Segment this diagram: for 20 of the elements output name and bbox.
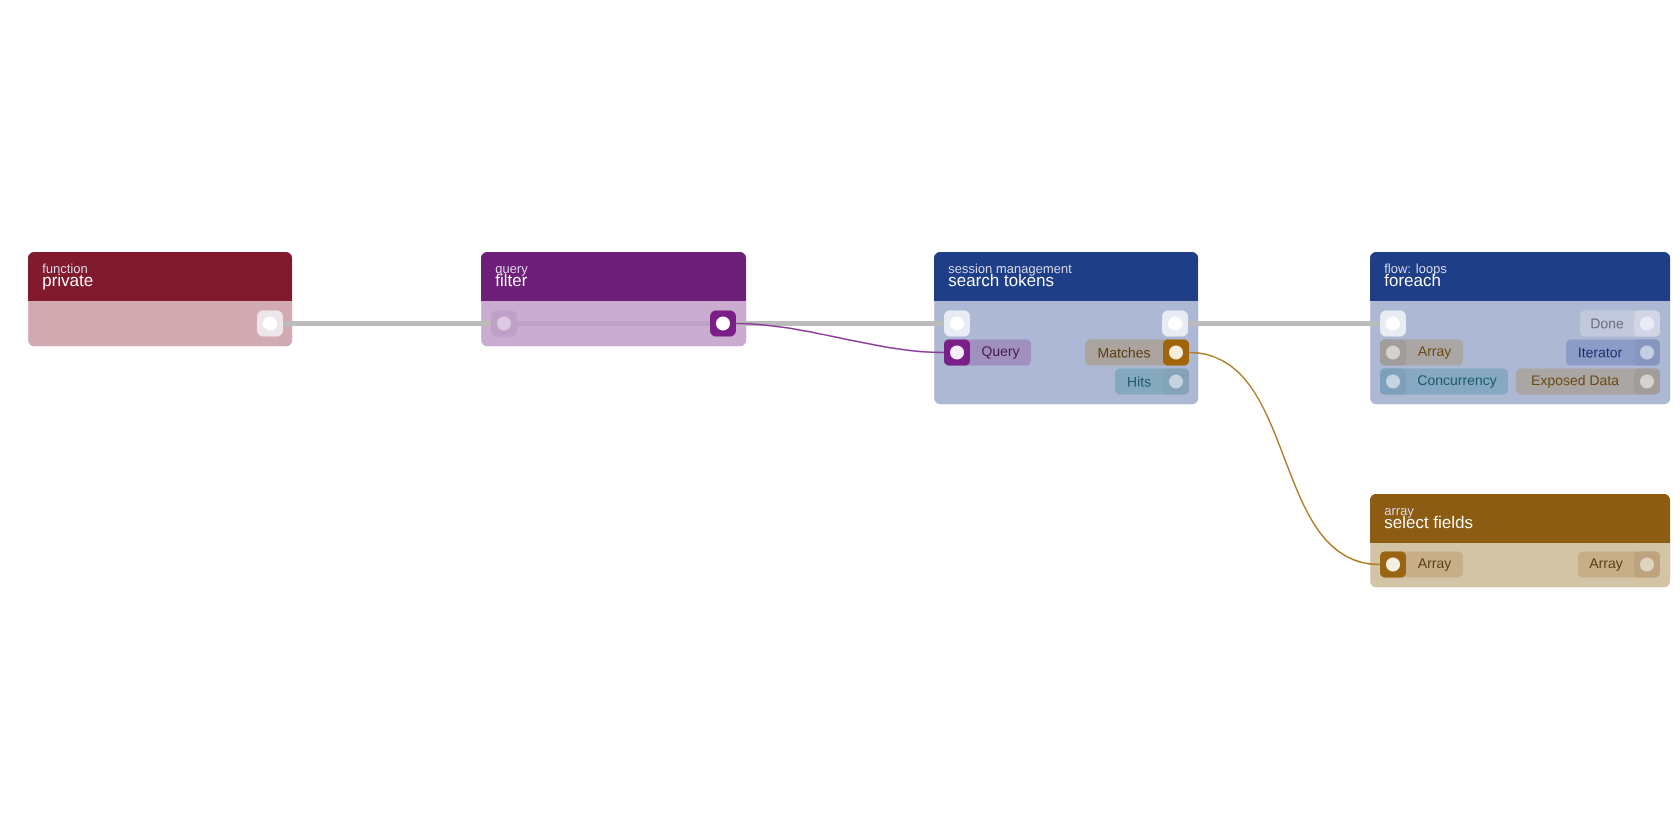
port-pill: Query xyxy=(944,339,1031,366)
port-pill: Array xyxy=(1578,551,1661,578)
connector-line xyxy=(1188,351,1381,566)
connector-line xyxy=(517,321,710,326)
connector-line xyxy=(736,321,944,326)
node-title: private xyxy=(43,273,93,290)
port-pill: Array xyxy=(1380,551,1463,578)
port-pill: Exposed Data xyxy=(1516,368,1661,395)
port-pill: Done xyxy=(1580,310,1661,337)
connector-line xyxy=(1188,321,1380,326)
node-card xyxy=(481,252,747,347)
port-pill: Hits xyxy=(1115,368,1189,395)
connector-line xyxy=(735,322,945,354)
port-pill: Array xyxy=(1380,339,1463,366)
category-label: function xyxy=(42,263,87,274)
port-pill: Iterator xyxy=(1566,339,1661,366)
node-card xyxy=(28,252,293,347)
connector-line xyxy=(283,321,491,326)
port-pill: Concurrency xyxy=(1380,368,1508,395)
port-pill: Matches xyxy=(1085,339,1189,366)
